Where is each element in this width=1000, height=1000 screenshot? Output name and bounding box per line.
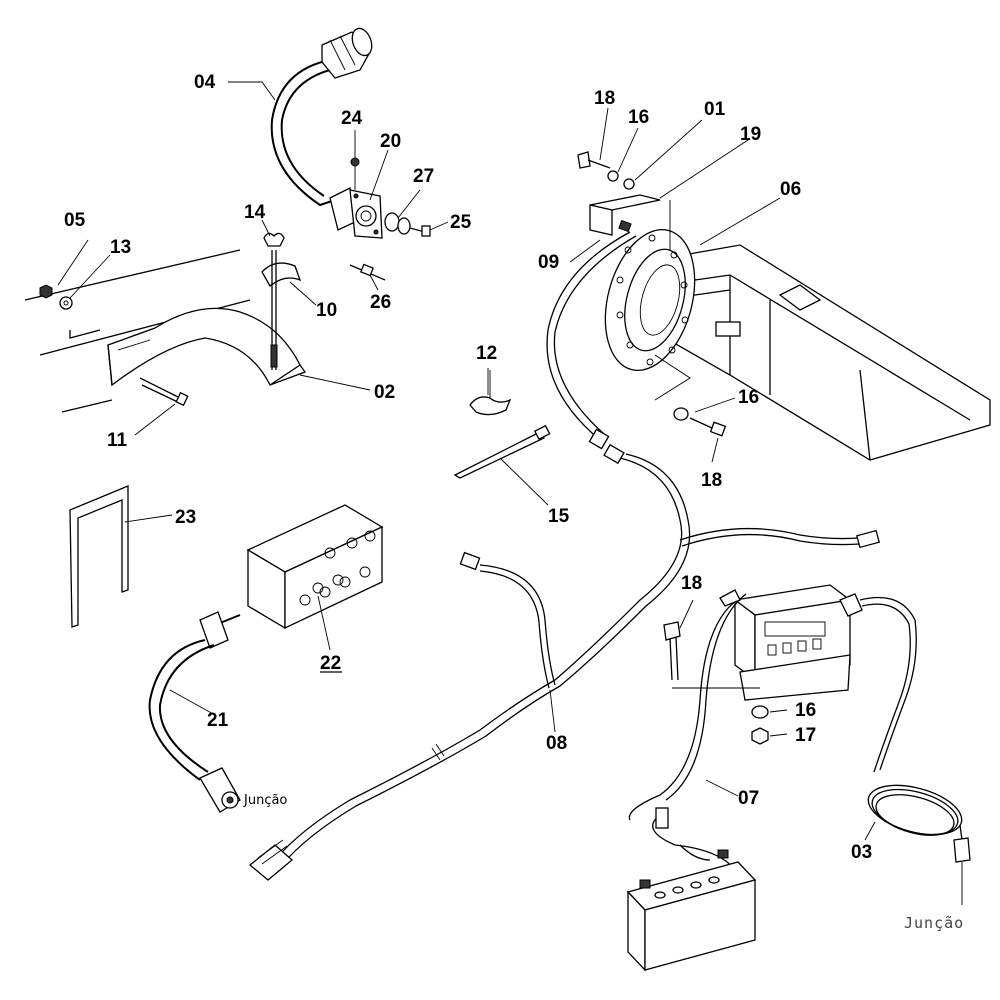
label-11: 11	[107, 430, 128, 451]
bracket-02	[107, 307, 307, 387]
label-13: 13	[110, 237, 131, 258]
label-15: 15	[548, 506, 570, 527]
power-cable-07	[628, 589, 747, 871]
junction-label-left: Junção	[243, 793, 287, 808]
axle-06	[654, 244, 991, 461]
label-02: 02	[374, 382, 395, 403]
nut-17	[751, 727, 769, 745]
nut-05	[39, 284, 53, 299]
harness-08	[248, 443, 881, 881]
washer-27	[384, 212, 411, 235]
washer-13	[59, 296, 73, 310]
socket-20	[329, 187, 383, 239]
label-25: 25	[450, 212, 472, 233]
label-16-top: 16	[628, 107, 649, 128]
label-16-low: 16	[795, 700, 816, 721]
label-20: 20	[380, 131, 401, 152]
cable-04	[270, 27, 373, 207]
label-22: 22	[320, 653, 341, 674]
sensor-bracket-19	[589, 194, 671, 250]
washer-16-top	[607, 170, 619, 182]
clip-12	[469, 370, 512, 416]
junction-label-right: Junção	[904, 914, 964, 932]
label-12: 12	[476, 343, 497, 364]
label-18-mid: 18	[701, 470, 722, 491]
label-26: 26	[370, 292, 391, 313]
hub-flange-06	[604, 228, 696, 372]
wing-nut-14	[263, 232, 285, 247]
monitor-unit	[733, 584, 852, 701]
label-06: 06	[780, 179, 801, 200]
screw-25	[409, 225, 431, 237]
bolt-18-mid	[689, 417, 727, 437]
cable-21	[148, 611, 241, 813]
bolt-11	[139, 377, 189, 407]
label-21: 21	[207, 710, 229, 731]
leader-lines	[57, 81, 876, 841]
washer-16-mid	[673, 407, 689, 421]
junction-box-22	[246, 504, 384, 630]
label-09: 09	[538, 252, 559, 273]
cable-tie-15	[453, 424, 551, 479]
label-18-top: 18	[594, 88, 615, 109]
cable-03	[839, 593, 971, 905]
callout-labels: 01 02 03 04 05 06 07 08 09 10 11 12 13 1…	[64, 72, 872, 863]
nut-01	[623, 178, 635, 190]
u-bracket-23	[69, 485, 129, 628]
label-14: 14	[244, 202, 266, 223]
washer-16-low	[751, 705, 769, 719]
label-03: 03	[851, 842, 872, 863]
label-27: 27	[413, 166, 434, 187]
label-10: 10	[316, 300, 337, 321]
label-07: 07	[738, 788, 759, 809]
label-24: 24	[341, 108, 363, 129]
bolt-18-top	[577, 151, 611, 169]
label-05: 05	[64, 210, 86, 231]
label-04: 04	[194, 72, 216, 93]
label-17: 17	[795, 725, 816, 746]
nut-24	[350, 157, 360, 190]
label-23: 23	[175, 507, 196, 528]
label-16-mid: 16	[738, 387, 759, 408]
sensor-cable	[546, 231, 637, 450]
label-18-low: 18	[681, 573, 702, 594]
battery	[626, 849, 757, 972]
bolt-18-low	[663, 621, 681, 681]
clamp-10	[261, 250, 302, 370]
pin-26	[349, 263, 386, 281]
label-01: 01	[704, 99, 726, 120]
label-08: 08	[546, 733, 567, 754]
label-19: 19	[740, 124, 761, 145]
